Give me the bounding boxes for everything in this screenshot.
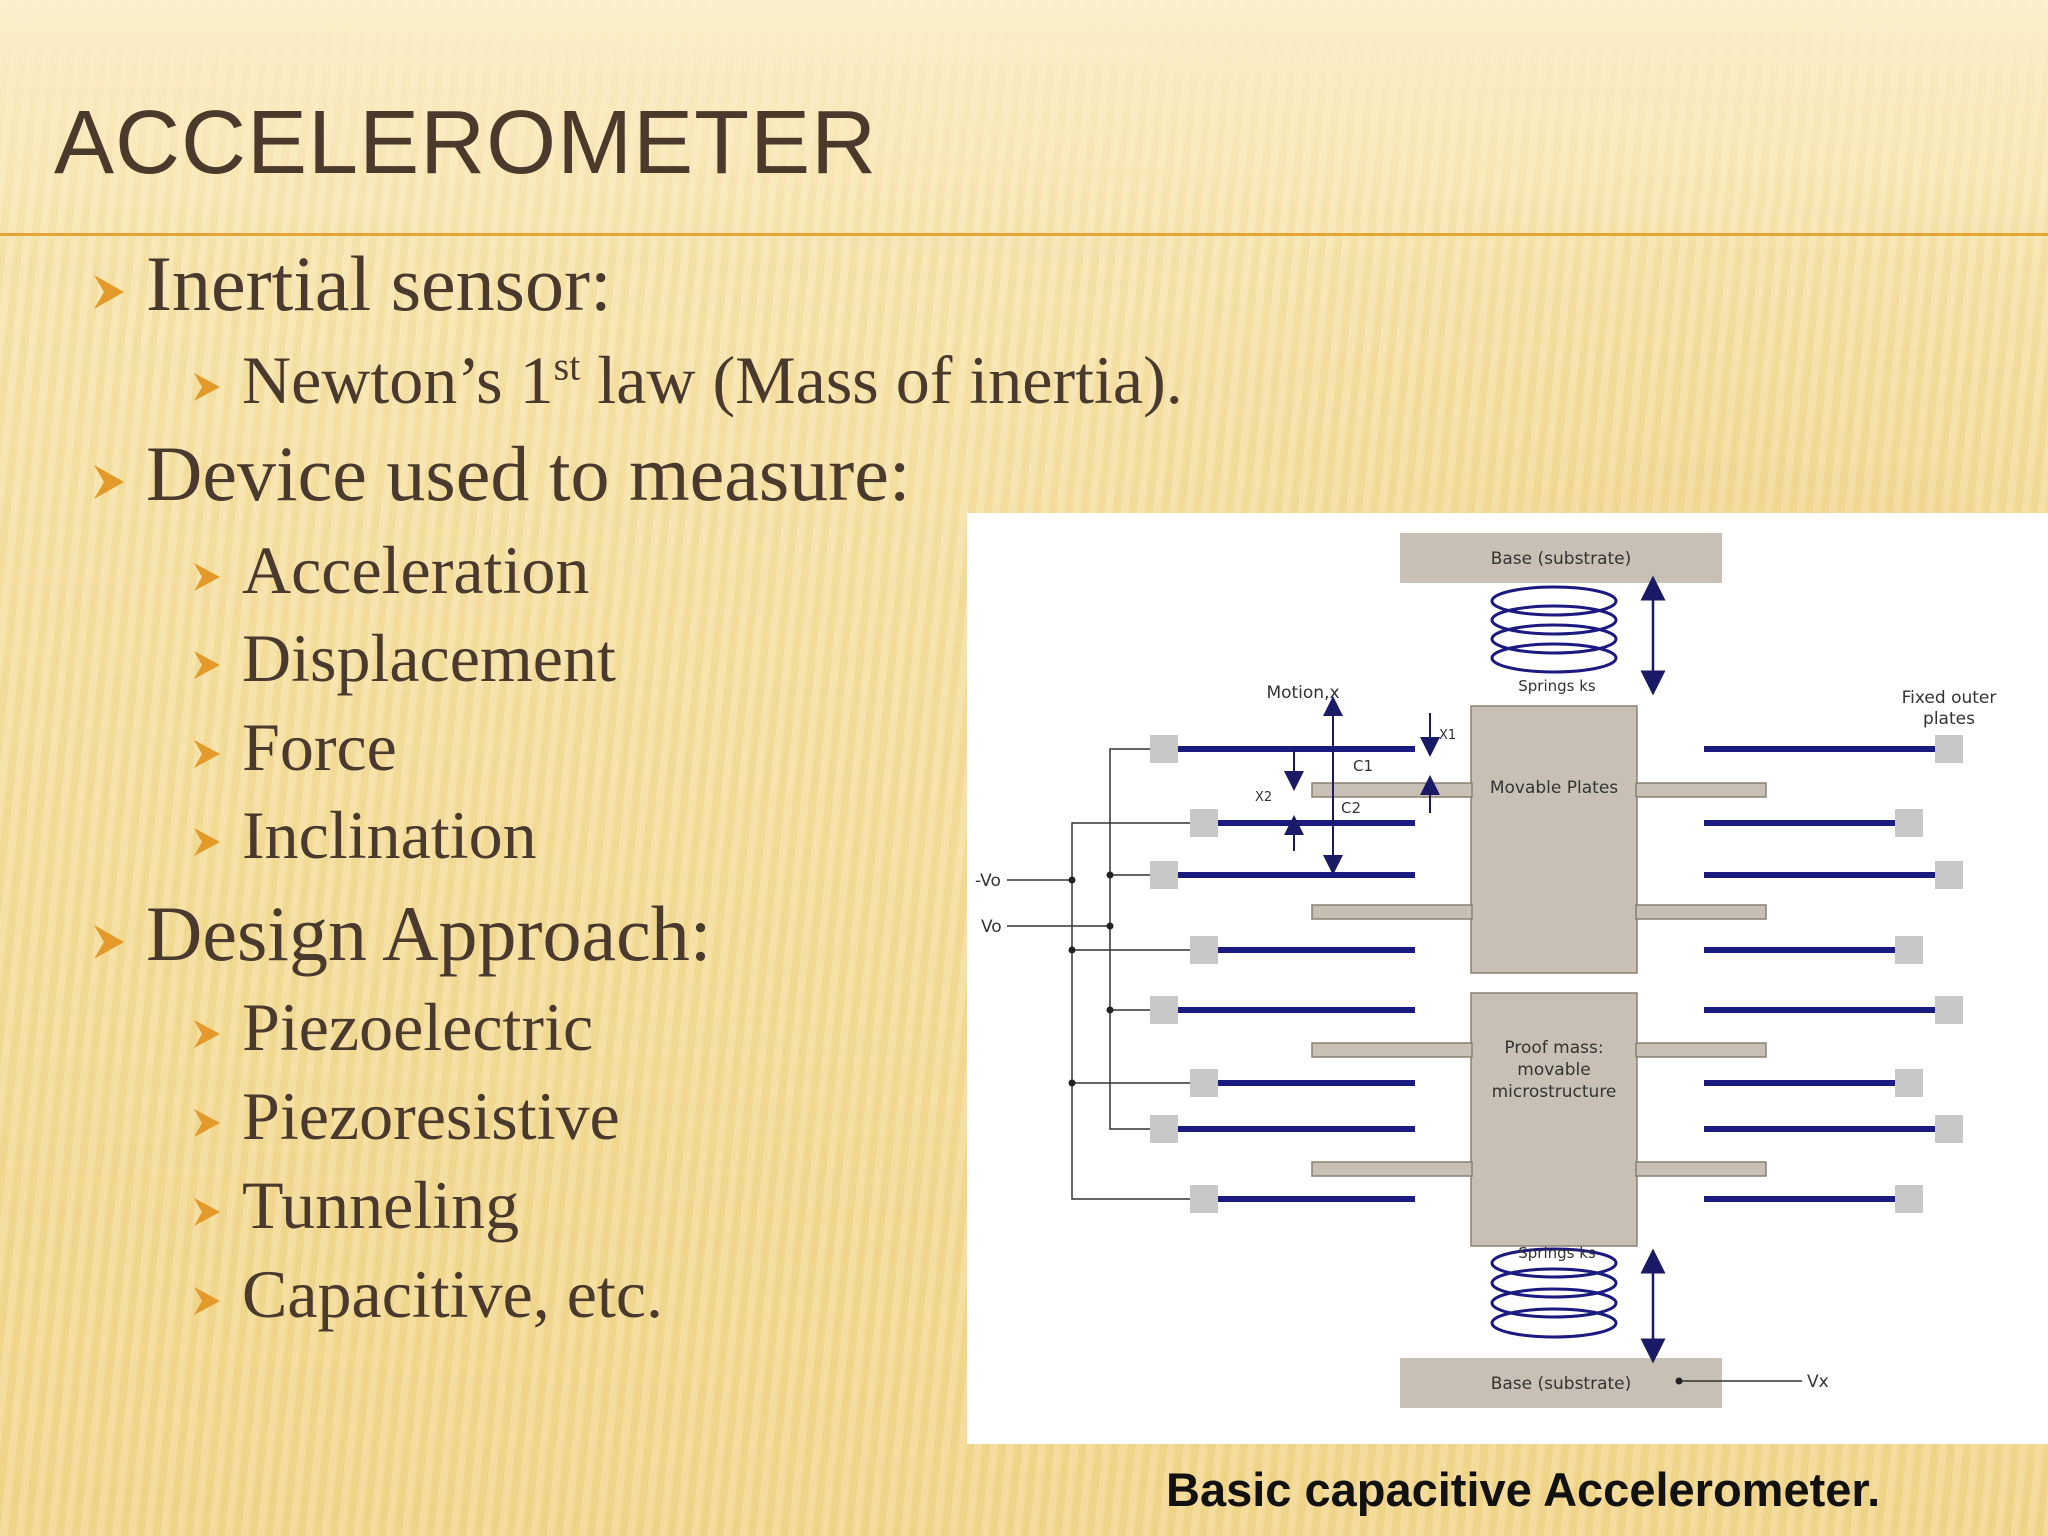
bullet-arrow-icon bbox=[94, 925, 124, 960]
movable-fingers bbox=[1311, 782, 1767, 1177]
fixed-plates-right bbox=[1704, 746, 1937, 1202]
neg-vo-label: -Vo bbox=[975, 871, 1001, 891]
bullet-piezoelectric: Piezoelectric bbox=[192, 993, 593, 1061]
bullet-arrow-icon bbox=[194, 828, 220, 857]
bullet-inertial-sensor: Inertial sensor: bbox=[92, 245, 612, 323]
bullet-text: Tunneling bbox=[242, 1167, 520, 1243]
bullet-arrow-icon bbox=[194, 1109, 220, 1138]
bullet-tunneling: Tunneling bbox=[192, 1171, 519, 1239]
bullet-arrow-icon bbox=[194, 740, 220, 769]
bullet-text: Piezoresistive bbox=[242, 1078, 620, 1154]
bullet-design-approach: Design Approach: bbox=[92, 895, 711, 973]
springs-bottom-label: Springs ks bbox=[1518, 1244, 1596, 1262]
slide-title: Accelerometer bbox=[54, 93, 878, 193]
wire-junctions bbox=[1068, 871, 1683, 1385]
bullet-arrow-icon bbox=[194, 373, 220, 402]
c2-label: C2 bbox=[1341, 799, 1361, 817]
base-bottom bbox=[1400, 1358, 1722, 1408]
bullet-superscript: st bbox=[553, 343, 581, 389]
bullet-text-post: law (Mass of inertia). bbox=[580, 342, 1183, 418]
wiring bbox=[1007, 748, 1802, 1382]
proof-mass bbox=[1470, 992, 1638, 1247]
accelerometer-diagram: Base (substrate) Base (substrate) Spring… bbox=[967, 513, 2048, 1444]
bullet-capacitive: Capacitive, etc. bbox=[192, 1260, 663, 1328]
spring-top bbox=[1490, 585, 1618, 674]
bullet-newton-law: Newton’s 1st law (Mass of inertia). bbox=[192, 346, 1183, 414]
bullet-displacement: Displacement bbox=[192, 624, 616, 692]
bullet-text: Piezoelectric bbox=[242, 989, 594, 1065]
bullet-text: Device used to measure: bbox=[146, 430, 911, 517]
movable-plates-mass bbox=[1470, 705, 1638, 974]
base-top bbox=[1400, 533, 1722, 583]
bullet-acceleration: Acceleration bbox=[192, 536, 589, 604]
bullet-text: Acceleration bbox=[242, 532, 590, 608]
vo-label: Vo bbox=[981, 917, 1002, 937]
bullet-arrow-icon bbox=[94, 465, 124, 500]
bullet-arrow-icon bbox=[194, 1287, 220, 1316]
bullet-text: Force bbox=[242, 709, 397, 785]
vx-label: Vx bbox=[1807, 1372, 1829, 1392]
bullet-arrow-icon bbox=[194, 651, 220, 680]
c1-label: C1 bbox=[1353, 757, 1373, 775]
fixed-outer-label-2: plates bbox=[1923, 709, 1975, 729]
bullet-arrow-icon bbox=[94, 275, 124, 310]
bullet-arrow-icon bbox=[194, 1198, 220, 1227]
diagram-svg: Base (substrate) Base (substrate) Spring… bbox=[975, 533, 1997, 1408]
bullet-arrow-icon bbox=[194, 1020, 220, 1049]
base-bottom-label: Base (substrate) bbox=[1491, 1374, 1632, 1394]
motion-label: Motion,x bbox=[1266, 683, 1339, 703]
fixed-outer-label-1: Fixed outer bbox=[1902, 688, 1997, 708]
bullet-force: Force bbox=[192, 713, 397, 781]
bullet-text: Design Approach: bbox=[146, 890, 712, 977]
bullet-text: Capacitive, etc. bbox=[242, 1256, 664, 1332]
fixed-plate-anchors-left bbox=[1150, 735, 1218, 1213]
bullet-device-measure: Device used to measure: bbox=[92, 435, 911, 513]
bullet-text: Inclination bbox=[242, 797, 537, 873]
springs-top-label: Springs ks bbox=[1518, 677, 1596, 695]
bullet-text-pre: Newton’s 1 bbox=[242, 342, 554, 418]
bullet-text: Displacement bbox=[242, 620, 616, 696]
spring-bottom bbox=[1490, 1247, 1618, 1339]
base-top-label: Base (substrate) bbox=[1491, 549, 1632, 569]
proof-mass-label-3: microstructure bbox=[1492, 1082, 1617, 1102]
x1-label: X1 bbox=[1439, 728, 1456, 743]
title-divider bbox=[0, 233, 2048, 236]
bullet-arrow-icon bbox=[194, 563, 220, 592]
movable-plates-label: Movable Plates bbox=[1490, 778, 1618, 798]
x2-label: X2 bbox=[1255, 790, 1272, 805]
proof-mass-label-1: Proof mass: bbox=[1504, 1038, 1603, 1058]
bullet-piezoresistive: Piezoresistive bbox=[192, 1082, 620, 1150]
bullet-text: Inertial sensor: bbox=[146, 240, 612, 327]
proof-mass-label-2: movable bbox=[1517, 1060, 1590, 1080]
fixed-plate-anchors-right bbox=[1895, 735, 1963, 1213]
bullet-inclination: Inclination bbox=[192, 801, 537, 869]
diagram-caption: Basic capacitive Accelerometer. bbox=[1166, 1463, 1881, 1516]
